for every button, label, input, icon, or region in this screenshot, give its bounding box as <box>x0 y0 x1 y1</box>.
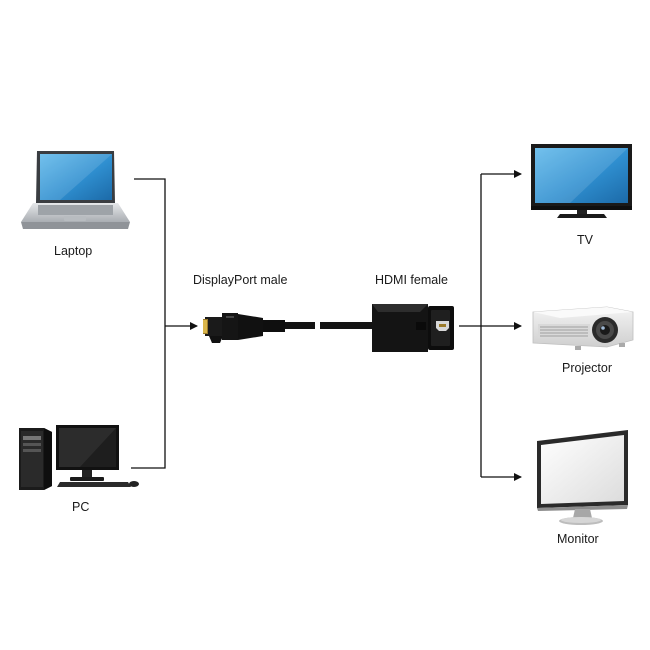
projector-label: Projector <box>562 361 613 375</box>
hdmi-label: HDMI female <box>375 273 448 287</box>
laptop-connector-line <box>131 178 166 469</box>
pc-label: PC <box>72 500 90 514</box>
projector-icon <box>532 306 634 350</box>
connection-lines <box>131 170 522 481</box>
tv-label: TV <box>577 233 593 247</box>
monitor-label: Monitor <box>557 532 599 546</box>
displayport-label: DisplayPort male <box>193 273 288 287</box>
adapter-cable <box>320 322 372 329</box>
hdmi-adapter-icon <box>372 304 454 352</box>
displayport-connector-icon <box>203 313 315 343</box>
monitor-icon <box>537 430 628 525</box>
desktop-pc-icon <box>19 425 139 490</box>
tv-icon <box>531 144 632 218</box>
laptop-icon <box>21 151 130 229</box>
laptop-label: Laptop <box>54 244 93 258</box>
